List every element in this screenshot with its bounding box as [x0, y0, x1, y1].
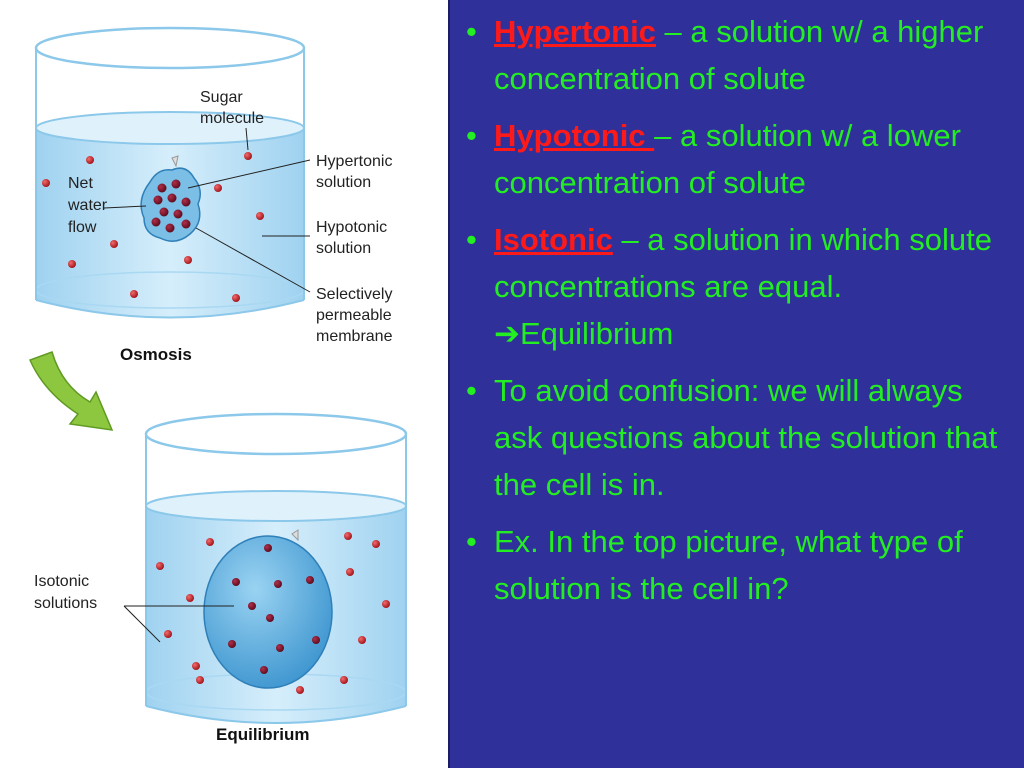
hypertonic-label-1: Hypertonic: [316, 153, 392, 170]
bottom-cell: [203, 535, 333, 689]
bullet-hypertonic: Hypertonic – a solution w/ a higher conc…: [460, 8, 1016, 102]
bottom-outside-molecules: [156, 532, 390, 694]
membrane-label-2: permeable: [316, 307, 392, 324]
net-water-flow-label-3: flow: [68, 219, 97, 236]
bottom-cell-tie: [291, 529, 299, 542]
bottom-cell-molecules: [228, 544, 320, 674]
sugar-molecule-label-2: molecule: [200, 110, 264, 127]
term-hypotonic: Hypotonic: [494, 118, 655, 153]
top-beaker-rim: [34, 26, 306, 70]
isotonic-label-1: Isotonic: [34, 573, 89, 590]
top-outside-molecules: [42, 152, 264, 302]
top-beaker: Sugar molecule Net water flow Hypertonic…: [34, 26, 393, 364]
top-beaker-base: [35, 299, 305, 319]
bullet-hypotonic: Hypotonic – a solution w/ a lower concen…: [460, 112, 1016, 206]
top-cell-molecules: [151, 179, 191, 233]
hypotonic-label-2: solution: [316, 240, 371, 257]
bullet-example-text: Ex. In the top picture, what type of sol…: [494, 524, 963, 606]
membrane-label-1: Selectively: [316, 286, 392, 303]
bottom-leader-lines: [123, 605, 234, 643]
definitions-panel: Hypertonic – a solution w/ a higher conc…: [450, 0, 1024, 768]
sugar-molecule-label-1: Sugar: [200, 89, 243, 106]
membrane-label-3: membrane: [316, 328, 393, 345]
term-hypertonic: Hypertonic: [494, 14, 656, 49]
bottom-beaker-base: [145, 705, 407, 724]
bullet-isotonic: Isotonic – a solution in which solute co…: [460, 216, 1016, 357]
bullet-isotonic-text: – a solution in which solute concentrati…: [494, 222, 992, 351]
bullet-list: Hypertonic – a solution w/ a higher conc…: [460, 8, 1016, 622]
bullet-hypertonic-text: – a solution w/ a higher concentration o…: [494, 14, 984, 96]
hypertonic-label-2: solution: [316, 174, 371, 191]
equilibrium-caption: Equilibrium: [216, 725, 310, 744]
bullet-confusion-text: To avoid confusion: we will always ask q…: [494, 373, 998, 502]
isotonic-label-2: solutions: [34, 595, 97, 612]
hypotonic-label-1: Hypotonic: [316, 219, 387, 236]
bullet-confusion: To avoid confusion: we will always ask q…: [460, 367, 1016, 508]
top-cell-tie: [171, 155, 179, 168]
net-water-flow-label-1: Net: [68, 175, 93, 192]
transition-arrow-icon: [28, 351, 114, 431]
term-isotonic: Isotonic: [494, 222, 613, 257]
net-water-flow-label-2: water: [67, 197, 108, 214]
top-leader-lines: [103, 127, 311, 293]
osmosis-figure-panel: Sugar molecule Net water flow Hypertonic…: [0, 0, 450, 768]
bottom-water-surface: [145, 490, 407, 522]
osmosis-diagram: Sugar molecule Net water flow Hypertonic…: [28, 26, 408, 744]
bottom-beaker-rim: [144, 412, 408, 456]
bottom-beaker: Isotonic solutions Equilibrium: [34, 412, 408, 744]
bullet-example: Ex. In the top picture, what type of sol…: [460, 518, 1016, 612]
osmosis-caption: Osmosis: [120, 345, 192, 364]
bullet-hypotonic-text: – a solution w/ a lower concentration of…: [494, 118, 961, 200]
